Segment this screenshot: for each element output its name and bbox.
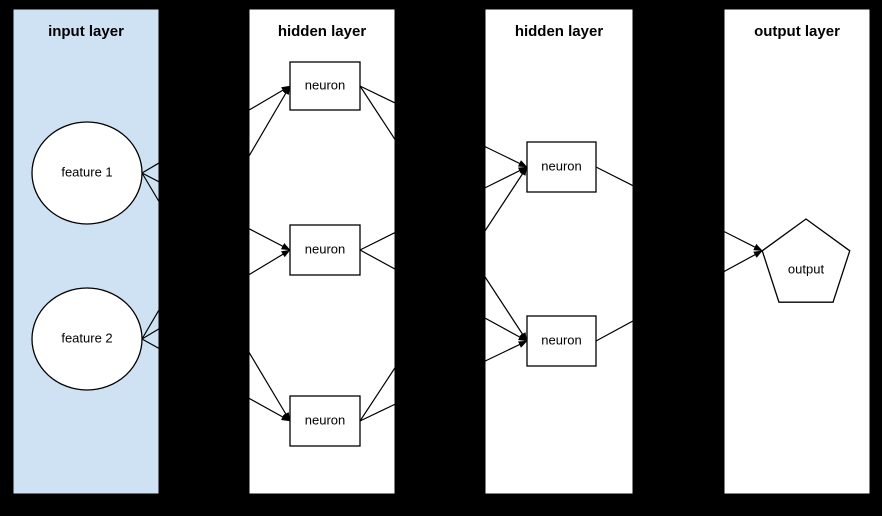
layer-panel-input-layer — [12, 8, 160, 495]
node-label-feature-2: feature 2 — [61, 330, 112, 345]
layer-titles-group: input layer hidden layer hidden layer outpu… — [48, 23, 840, 40]
connection-h1-neuron-3-to-h2-neuron-1 — [485, 166, 528, 232]
node-h1-neuron-3[interactable] — [289, 395, 361, 447]
node-feature-1[interactable] — [31, 121, 143, 225]
connection-h1-neuron-3-to-h2-neuron-2 — [359, 403, 395, 422]
node-label-h1-neuron-1: neuron — [305, 77, 345, 92]
layer-title-hidden-layer-1: hidden layer — [278, 23, 367, 40]
node-h1-neuron-1[interactable] — [289, 61, 361, 111]
connections-group — [141, 85, 763, 422]
connection-h2-neuron-2-to-output-node — [595, 320, 633, 342]
connection-feature-2-to-h1-neuron-1 — [249, 85, 291, 158]
connection-h1-neuron-3-to-h2-neuron-2 — [485, 340, 528, 362]
node-output-node[interactable] — [761, 218, 851, 303]
connection-h2-neuron-1-to-output-node — [595, 166, 633, 187]
layer-boxes-group — [12, 8, 871, 495]
connection-h2-neuron-2-to-output-node — [724, 250, 763, 273]
connection-h1-neuron-2-to-h2-neuron-1 — [359, 231, 395, 251]
connection-feature-2-to-h1-neuron-3 — [249, 397, 291, 422]
layer-title-input-layer: input layer — [48, 23, 124, 40]
connection-feature-1-to-h1-neuron-1 — [249, 85, 291, 111]
connection-h2-neuron-1-to-output-node — [724, 230, 763, 252]
connection-feature-2-to-h1-neuron-2 — [249, 249, 291, 276]
connection-h1-neuron-3-to-h2-neuron-1 — [359, 366, 395, 422]
connection-h1-neuron-1-to-h2-neuron-2 — [485, 275, 528, 342]
connection-feature-1-to-h1-neuron-3 — [249, 351, 291, 422]
connection-h1-neuron-1-to-h2-neuron-1 — [485, 145, 528, 168]
connection-h1-neuron-2-to-h2-neuron-2 — [485, 317, 528, 342]
node-h2-neuron-2[interactable] — [526, 315, 597, 367]
connection-h1-neuron-1-to-h2-neuron-2 — [359, 85, 395, 141]
node-h1-neuron-2[interactable] — [289, 224, 361, 276]
node-label-feature-1: feature 1 — [61, 164, 112, 179]
connection-h1-neuron-1-to-h2-neuron-1 — [359, 85, 395, 104]
connection-feature-1-to-h1-neuron-2 — [249, 227, 291, 251]
connection-h1-neuron-2-to-h2-neuron-1 — [485, 166, 528, 189]
node-label-h1-neuron-3: neuron — [305, 412, 345, 427]
node-label-h2-neuron-2: neuron — [541, 332, 581, 347]
connection-h1-neuron-2-to-h2-neuron-2 — [359, 249, 395, 270]
node-label-h2-neuron-1: neuron — [541, 158, 581, 173]
node-label-h1-neuron-2: neuron — [305, 241, 345, 256]
layer-panel-hidden-layer-2 — [484, 8, 634, 495]
layer-title-output-layer: output layer — [754, 23, 840, 40]
nodes-group: feature 1 feature 2 neuron neuron neuron neur… — [31, 61, 851, 447]
node-label-output-node: output — [788, 261, 825, 276]
node-h2-neuron-1[interactable] — [526, 141, 597, 193]
layer-title-hidden-layer-2: hidden layer — [515, 23, 604, 40]
node-feature-2[interactable] — [31, 287, 143, 391]
